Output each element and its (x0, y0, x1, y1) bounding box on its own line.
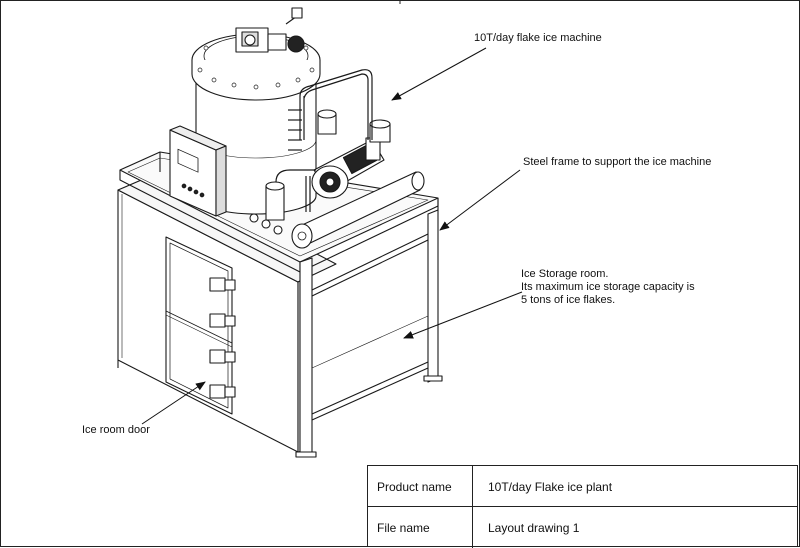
callout-storage-line: 5 tons of ice flakes. (521, 294, 616, 306)
separator (317, 109, 391, 143)
gear-motor (235, 7, 305, 53)
callout-storage-line: Its maximum ice storage capacity is (521, 281, 695, 293)
ice-plant-illustration (117, 7, 443, 458)
arrow-to-frame (439, 169, 521, 231)
pipework (275, 69, 373, 212)
title-block-row-product: Product name 10T/day Flake ice plant (368, 466, 797, 507)
product-name-value: 10T/day Flake ice plant (488, 479, 613, 494)
arrow-to-door (141, 381, 206, 425)
callout-machine: 10T/day flake ice machine (474, 32, 602, 44)
callout-storage-line: Ice Storage room. (521, 268, 609, 280)
ice-room-door (165, 236, 236, 415)
callout-door: Ice room door (82, 424, 150, 436)
callout-storage: Ice Storage room. Its maximum ice storag… (521, 268, 695, 307)
file-name-value: Layout drawing 1 (488, 520, 580, 535)
arrow-to-storage (403, 291, 523, 339)
title-block-row-file: File name Layout drawing 1 (368, 507, 797, 548)
lid-bolts (197, 45, 315, 90)
door-hinge (209, 349, 236, 364)
leader-arrows (141, 47, 523, 425)
door-hinge (209, 384, 236, 399)
door-hinge (209, 313, 236, 328)
product-name-label: Product name (368, 466, 473, 507)
file-name-label: File name (368, 507, 473, 548)
condensing-unit (249, 109, 425, 249)
door-hinge (209, 277, 236, 292)
arrow-to-machine (391, 47, 487, 101)
compressor (311, 137, 385, 199)
control-panel (169, 125, 227, 217)
title-block: Product name 10T/day Flake ice plant Fil… (367, 465, 798, 548)
callout-frame: Steel frame to support the ice machine (523, 156, 712, 168)
